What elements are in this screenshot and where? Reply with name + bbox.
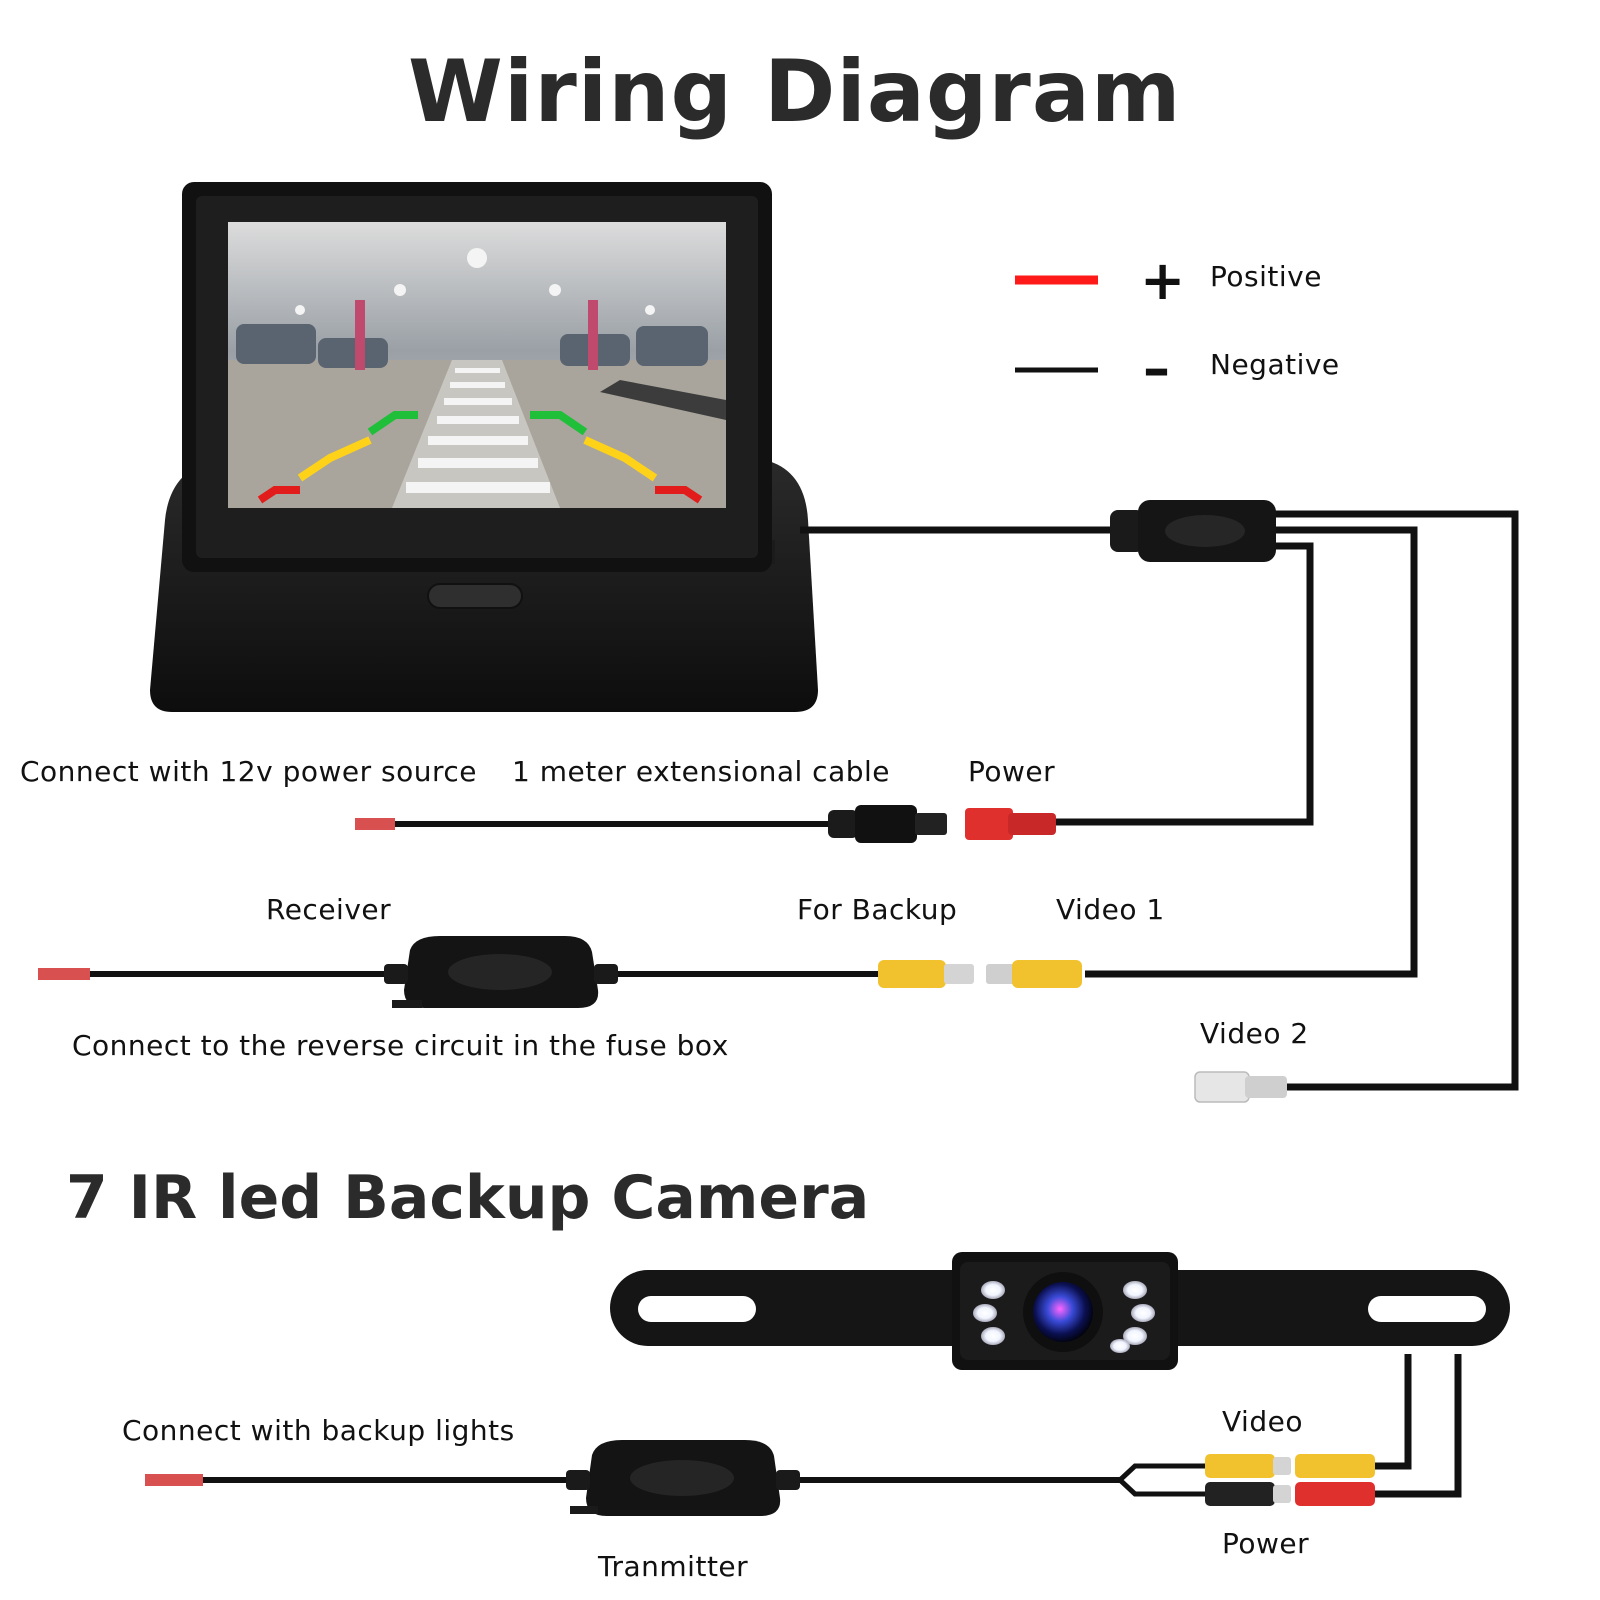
power-extension-cable: [355, 805, 1056, 843]
label-video2: Video 2: [1200, 1017, 1309, 1050]
legend-negative-label: Negative: [1210, 348, 1340, 381]
label-backup-lights: Connect with backup lights: [122, 1414, 515, 1447]
camera-power-plug-icon: [1205, 1482, 1375, 1506]
camera-section-title: 7 IR led Backup Camera: [66, 1163, 870, 1233]
dc-plug-icon: [828, 805, 947, 843]
license-plate-camera-icon: [610, 1252, 1510, 1370]
legend-negative-sign: –: [1143, 337, 1170, 400]
video2-rca-icon: [1194, 1071, 1287, 1103]
label-receiver: Receiver: [266, 893, 392, 926]
main-harness-wires: [800, 510, 1519, 1091]
label-camera-video: Video: [1222, 1405, 1303, 1438]
label-camera-power: Power: [1222, 1527, 1310, 1560]
receiver-module-icon: [384, 936, 618, 1008]
label-for-backup: For Backup: [797, 893, 958, 926]
label-transmitter: Tranmitter: [598, 1550, 749, 1583]
page-title: Wiring Diagram: [408, 42, 1182, 142]
legend: [1015, 275, 1098, 373]
legend-positive-label: Positive: [1210, 260, 1322, 293]
receiver-cable: [38, 936, 1082, 1008]
rca-connector-icon: [878, 960, 1082, 988]
camera-video-rca-icon: [1205, 1454, 1375, 1478]
monitor-icon: [150, 182, 818, 712]
label-reverse-circuit: Connect to the reverse circuit in the fu…: [72, 1029, 729, 1062]
camera-wires: [1375, 1354, 1462, 1498]
transmitter-module-icon: [566, 1440, 800, 1516]
harness-connector-icon: [1110, 500, 1276, 562]
label-power-source: Connect with 12v power source: [20, 755, 478, 788]
transmitter-cable: [145, 1440, 1375, 1516]
power-dc-jack-icon: [965, 808, 1056, 840]
label-video1: Video 1: [1056, 893, 1165, 926]
label-extension-cable: 1 meter extensional cable: [512, 755, 891, 788]
label-power: Power: [968, 755, 1056, 788]
legend-positive-sign: +: [1140, 249, 1186, 312]
